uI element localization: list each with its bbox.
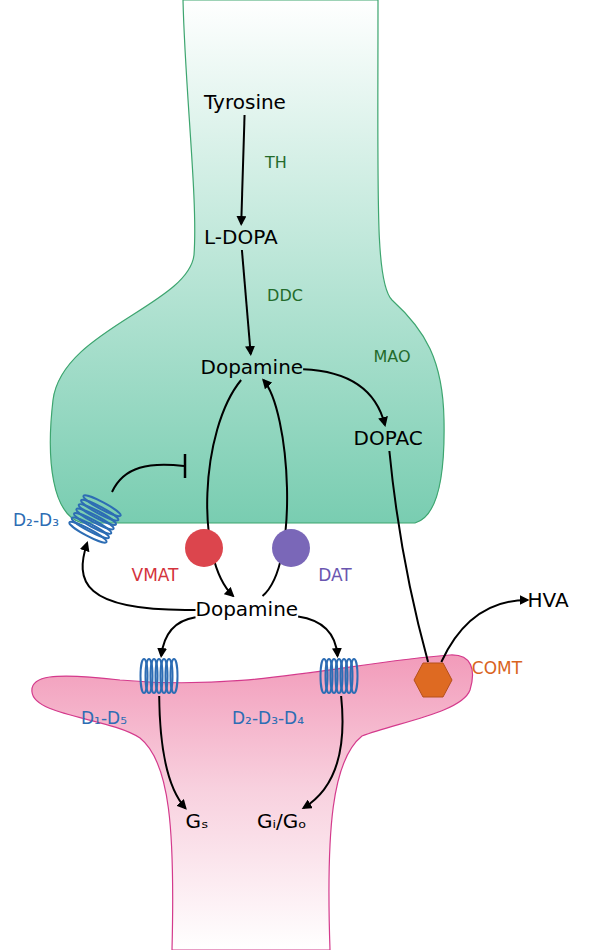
shape-label: VMAT [132, 565, 179, 585]
node-text: Dopamine [196, 596, 299, 622]
postsynaptic-terminal [32, 655, 473, 950]
comt-enzyme: COMT [413, 662, 453, 698]
pathway-arrow [83, 543, 196, 610]
shape-label: DAT [318, 565, 352, 585]
vmat-transporter: VMAT [185, 529, 223, 567]
pathway-arrow [303, 696, 342, 808]
node-text: DOPAC [354, 425, 423, 451]
pathway-arrow [242, 250, 251, 354]
inhibition-bar [184, 454, 187, 478]
shape-label: COMT [472, 658, 522, 678]
node-text: L-DOPA [204, 224, 278, 250]
hexagon-outline [414, 663, 452, 697]
pathway-arrow [303, 369, 385, 425]
molecule-node: L-DOPA [204, 224, 278, 250]
shape-label: D₂-D₃-D₄ [232, 708, 304, 728]
pathway-arrow [441, 600, 527, 662]
autoreceptor: D₂-D₃ [70, 495, 120, 543]
hexagon-shape [413, 662, 453, 698]
shape-label: D₁-D₅ [81, 708, 127, 728]
receptor: D₁-D₅ [138, 656, 180, 696]
pathway-arrow [241, 115, 244, 224]
dat-transporter: DAT [272, 529, 310, 567]
coil-loop [82, 493, 122, 519]
pathway-arrow [161, 617, 195, 656]
molecule-node: Tyrosine [204, 89, 286, 115]
coil-loop [351, 659, 358, 693]
molecule-node: DOPAC [354, 425, 423, 451]
enzyme-label: DDC [267, 286, 303, 306]
molecule-node: HVA [528, 587, 569, 613]
receptor: D₂-D₃-D₄ [318, 656, 360, 696]
coil-loop [171, 659, 178, 693]
shape-label: D₂-D₃ [13, 510, 59, 530]
enzyme-label: MAO [373, 347, 410, 367]
g-protein: Gᵢ/Gₒ [257, 808, 307, 834]
receptor-coil [70, 495, 120, 543]
molecule-node: Dopamine [201, 354, 304, 380]
node-text: Tyrosine [204, 89, 286, 115]
coil-group [141, 659, 178, 693]
presynaptic-terminal [50, 0, 444, 523]
inhibition-line [112, 465, 184, 492]
pathway-arrow [389, 451, 428, 662]
pathway-arrow [298, 617, 337, 656]
node-text: Gᵢ/Gₒ [257, 808, 307, 834]
coil-group [321, 659, 358, 693]
g-protein: Gₛ [186, 808, 209, 834]
pathway-arrow [159, 696, 185, 808]
coil-group [68, 493, 122, 545]
receptor-coil [138, 656, 180, 696]
enzyme-label: TH [265, 153, 287, 173]
node-text: HVA [528, 587, 569, 613]
node-text: Gₛ [186, 808, 209, 834]
molecule-node: Dopamine [196, 596, 299, 622]
receptor-coil [318, 656, 360, 696]
node-text: Dopamine [201, 354, 304, 380]
